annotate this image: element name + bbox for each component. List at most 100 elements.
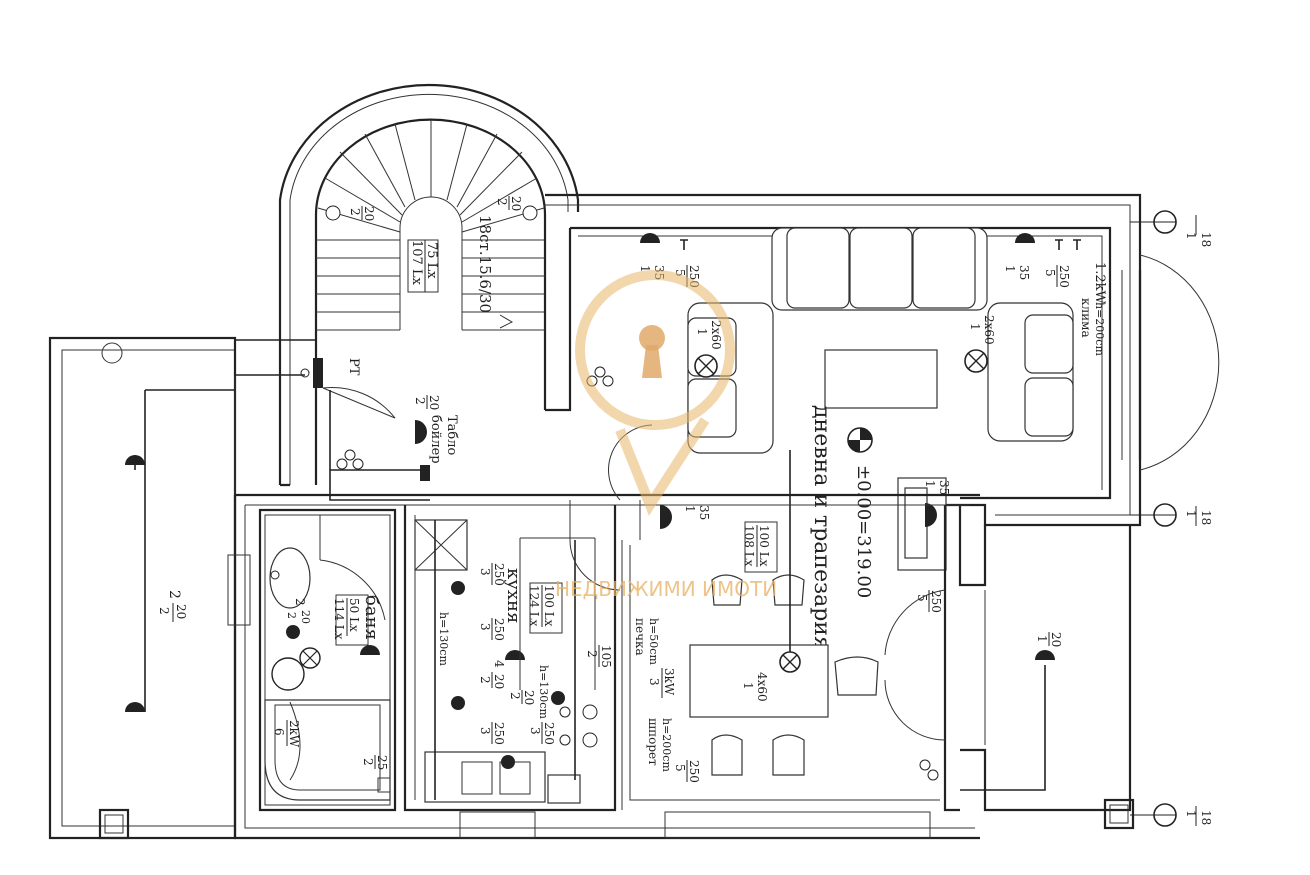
svg-text:105: 105	[599, 645, 613, 668]
svg-text:1: 1	[1184, 510, 1198, 518]
svg-text:1: 1	[968, 323, 982, 331]
svg-text:114 Lx: 114 Lx	[332, 598, 346, 640]
svg-text:2: 2	[495, 198, 509, 206]
stove-label: h=50cm печка	[633, 618, 660, 665]
svg-text:h=50cm: h=50cm	[647, 618, 660, 665]
toilet-icon	[271, 657, 305, 691]
svg-text:5: 5	[673, 269, 687, 277]
svg-text:РТ: РТ	[346, 358, 361, 376]
svg-text:108 Lx: 108 Lx	[742, 525, 756, 567]
keyhole-icon	[639, 325, 665, 351]
tv-circuit: 35 1	[923, 480, 951, 495]
svg-text:h=200cm: h=200cm	[660, 718, 673, 772]
watermark: НЕДВИЖИМИ ИМОТИ	[555, 270, 777, 601]
svg-text:250: 250	[1057, 265, 1071, 288]
oven-height: h=130cm	[537, 665, 550, 719]
svg-text:5: 5	[1043, 269, 1057, 277]
living-light-label-left: 2x60 1	[695, 320, 723, 350]
svg-text:1: 1	[923, 480, 937, 488]
hall	[234, 330, 430, 501]
svg-text:h=130cm: h=130cm	[437, 612, 450, 666]
wall-light-icon	[1035, 650, 1055, 660]
wall-light-icon	[505, 650, 525, 660]
socket-icon	[451, 696, 465, 710]
room-name-kitchen: кухня	[503, 568, 524, 623]
svg-text:2x60: 2x60	[982, 315, 996, 345]
svg-text:h=130cm: h=130cm	[537, 665, 550, 719]
switch-icon	[336, 458, 348, 470]
ac-label: 1.2kW h=200cm клима	[1079, 262, 1107, 356]
svg-text:Табло: Табло	[444, 415, 459, 456]
svg-text:1: 1	[1184, 810, 1198, 818]
svg-text:1: 1	[741, 682, 755, 690]
switch-icon	[594, 366, 606, 378]
wall-light-icon	[1015, 233, 1035, 243]
svg-text:2kW: 2kW	[287, 720, 301, 748]
svg-text:2: 2	[348, 208, 362, 216]
svg-text:75 Lx: 75 Lx	[424, 242, 439, 279]
svg-text:4: 4	[492, 660, 506, 668]
kitchen-circuit-4-20: 4 20 2	[478, 660, 506, 689]
svg-text:20: 20	[492, 674, 506, 689]
rt-panel-icon	[313, 358, 323, 388]
svg-text:20: 20	[362, 206, 376, 221]
svg-text:3: 3	[478, 623, 492, 631]
light-icon	[522, 205, 538, 221]
kitchen	[403, 500, 940, 812]
tablo-label: Табло бойлер	[428, 415, 459, 464]
bathtub	[264, 699, 391, 801]
svg-text:18: 18	[1199, 810, 1213, 825]
svg-text:20: 20	[299, 610, 312, 624]
svg-text:250: 250	[542, 722, 556, 745]
svg-text:3: 3	[478, 727, 492, 735]
column-icon	[101, 342, 123, 364]
kitchen-circuit-105: 105 2	[585, 645, 613, 668]
svg-text:2: 2	[413, 397, 427, 405]
switch-icon	[927, 769, 939, 781]
wall-light-icon	[415, 420, 427, 444]
svg-text:3: 3	[647, 678, 661, 686]
kitchen-circuit-mid: 250 3	[478, 618, 506, 641]
bathroom	[258, 508, 397, 812]
bath-circuit: 2 20 2	[285, 598, 312, 624]
svg-text:баня: баня	[361, 595, 382, 640]
boiler-icon	[377, 777, 391, 793]
svg-text:1: 1	[683, 505, 697, 513]
svg-text:h=200cm: h=200cm	[1093, 302, 1106, 356]
svg-text:35: 35	[937, 480, 951, 495]
socket-icon	[582, 732, 598, 748]
svg-text:2: 2	[293, 598, 307, 606]
watermark-text: НЕДВИЖИМИ ИМОТИ	[555, 577, 777, 601]
light-icon	[325, 205, 341, 221]
svg-text:1: 1	[695, 328, 709, 336]
svg-text:дневна и трапезария: дневна и трапезария	[809, 405, 834, 650]
svg-text:250: 250	[492, 563, 506, 586]
kitchen-circuit-top: 250 3	[478, 563, 506, 586]
dining-table	[689, 644, 829, 718]
kitchen-circuit-bottom: 250 3	[478, 722, 506, 745]
svg-text:4x60: 4x60	[755, 672, 769, 702]
svg-text:250: 250	[492, 722, 506, 745]
stair-circuit-right: 20 2	[495, 196, 523, 211]
living-circuit-35-right: 35 1	[1003, 265, 1031, 280]
armchair-right	[987, 302, 1074, 442]
bath-circuit-25: 25 2	[361, 755, 389, 770]
edge-circuit-mid: 18 1	[1184, 506, 1213, 526]
living-circuit-250-right: 250 5	[1043, 265, 1071, 288]
sink-icon	[269, 547, 311, 609]
wall-light-icon	[125, 702, 145, 712]
svg-text:5: 5	[673, 764, 687, 772]
svg-text:2: 2	[166, 590, 182, 599]
svg-text:250: 250	[687, 760, 701, 783]
svg-text:2x60: 2x60	[709, 320, 723, 350]
edge-circuit-bottom: 18 1	[1184, 806, 1213, 826]
svg-text:20: 20	[509, 196, 523, 211]
kitchen-circuit-20: 20 2	[508, 690, 536, 705]
svg-text:20: 20	[522, 690, 536, 705]
boiler-panel-icon	[420, 465, 430, 481]
svg-text:±0.00=319.00: ±0.00=319.00	[853, 465, 874, 598]
heater-label: 2kW 6	[272, 720, 301, 748]
stair-tower	[278, 83, 580, 485]
tv-circuit-250: 250 5	[915, 590, 943, 613]
